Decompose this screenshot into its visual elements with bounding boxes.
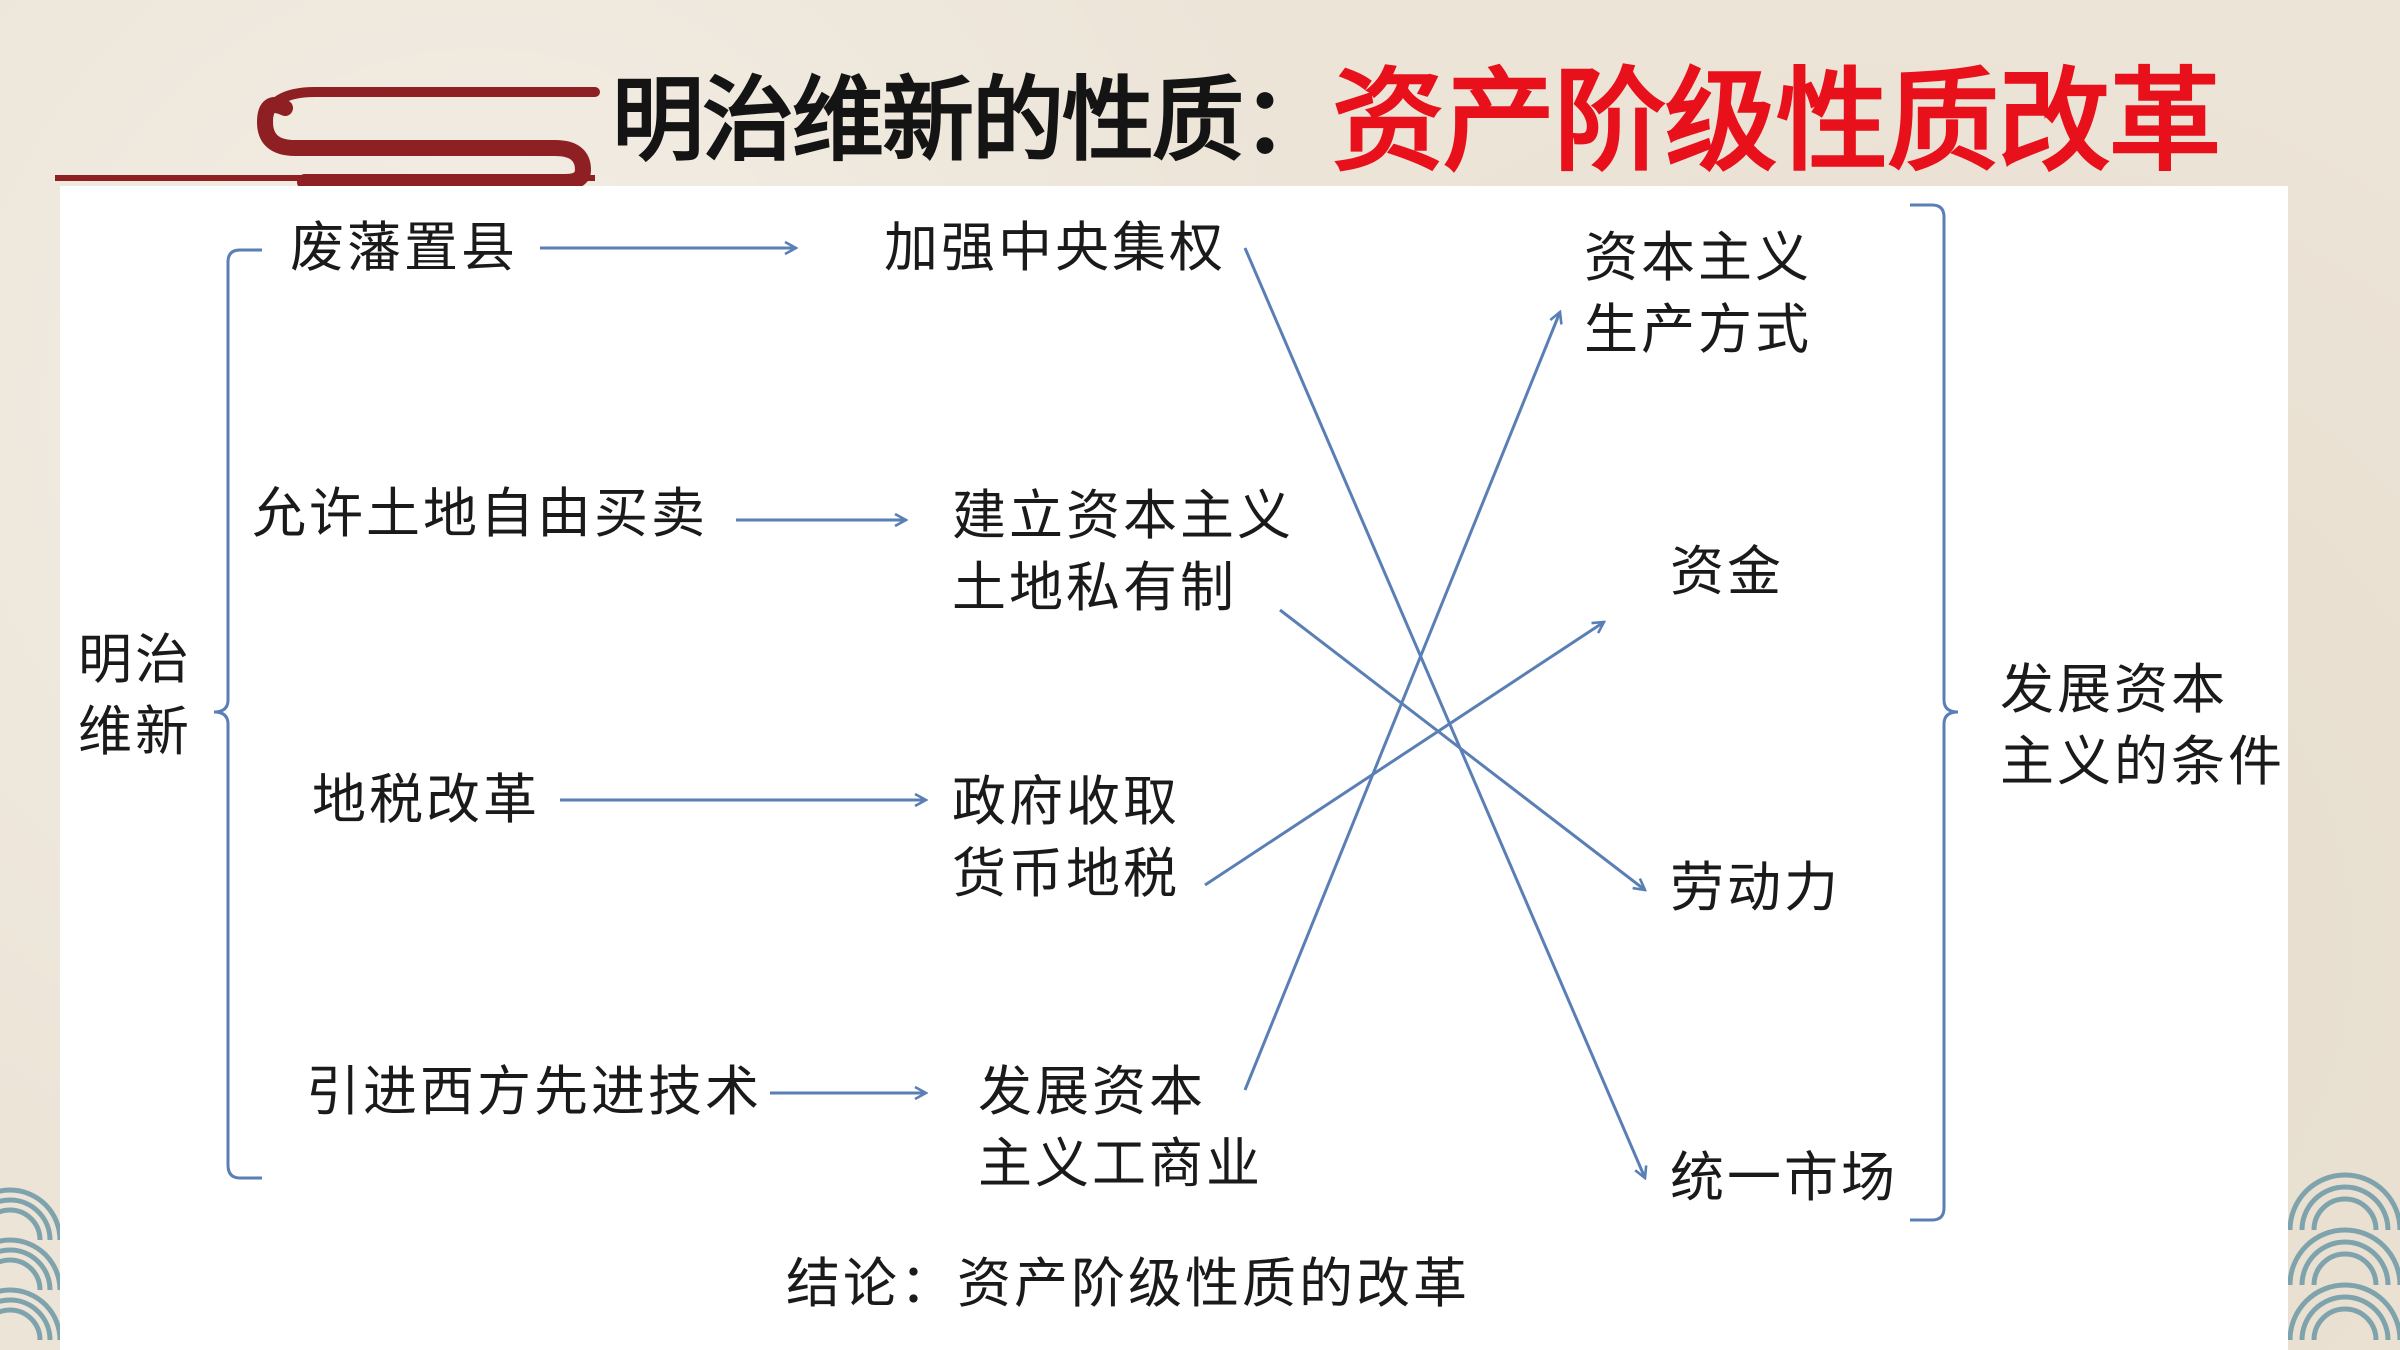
page-title: 明治维新的性质： 资产阶级性质改革 — [612, 52, 2221, 187]
effect-centralization: 加强中央集权 — [884, 216, 1226, 279]
arrow-to-capital — [1204, 622, 1604, 887]
measure-land-trade: 允许土地自由买卖 — [252, 482, 708, 545]
arrow-to-labor — [1279, 608, 1645, 890]
scroll-ribbon-icon — [55, 87, 600, 190]
condition-labor: 劳动力 — [1670, 856, 1841, 919]
measure-western-technology: 引进西方先进技术 — [306, 1060, 762, 1123]
title-highlight: 资产阶级性质改革 — [1332, 57, 2221, 187]
summary-capitalism-conditions: 发展资本 主义的条件 — [2000, 658, 2285, 793]
measure-land-tax-reform: 地税改革 — [312, 768, 540, 831]
left-bracket — [213, 248, 262, 1180]
condition-production-mode: 资本主义 生产方式 — [1584, 226, 1812, 361]
wave-pattern-right-icon — [2287, 1172, 2400, 1341]
arrow-to-capitalist-mode — [1243, 312, 1560, 1091]
root-meiji-restoration: 明治 维新 — [78, 628, 192, 763]
conclusion-text: 结论：资产阶级性质的改革 — [786, 1252, 1470, 1315]
arrow-to-unified-market — [1243, 247, 1645, 1178]
effect-monetary-tax: 政府收取 货币地税 — [952, 770, 1180, 905]
effect-capitalist-industry: 发展资本 主义工商业 — [978, 1060, 1263, 1195]
title-prefix: 明治维新的性质： — [612, 66, 1334, 174]
diagram-panel — [60, 186, 2288, 1350]
condition-capital: 资金 — [1670, 540, 1784, 603]
effect-private-land-ownership: 建立资本主义 土地私有制 — [952, 484, 1294, 619]
measure-abolish-domains: 废藩置县 — [290, 216, 518, 279]
condition-unified-market: 统一市场 — [1670, 1146, 1898, 1209]
right-bracket — [1910, 203, 1959, 1222]
wave-pattern-left-icon — [0, 1187, 63, 1341]
